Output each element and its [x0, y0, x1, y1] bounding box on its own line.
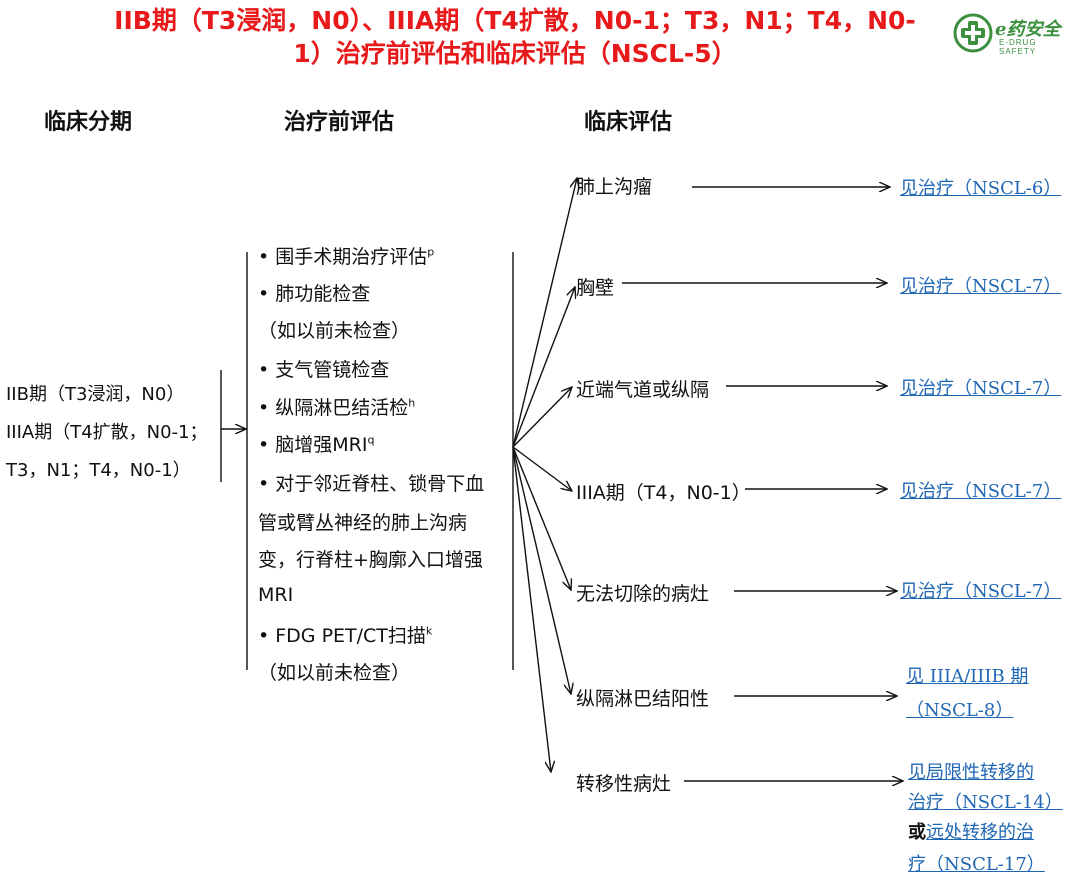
header-clinical-stage: 临床分期: [44, 110, 133, 135]
fan-arrow-1: [512, 178, 577, 448]
e-drug-safety-logo: e药安全 E-DRUG SAFETY: [953, 12, 1071, 56]
page-title: IIB期（T3浸润，N0）、IIIA期（T4扩散，N0-1；T3，N1；T4，N…: [60, 4, 970, 70]
link-local-metastasis-2-text[interactable]: 治疗（NSCL-14）: [908, 792, 1063, 813]
stage-line-2: IIIA期（T4扩散，N0-1；: [6, 422, 208, 443]
eval-item-spine-mri-3: 变，行脊柱+胸廓入口增强: [258, 549, 483, 571]
eval-footnote-h: h: [408, 396, 416, 410]
link-local-metastasis-1[interactable]: 见局限性转移的: [908, 758, 1034, 784]
logo-name: e药安全: [995, 19, 1061, 40]
fan-arrow-7: [512, 446, 551, 772]
link-nscl-7-unresectable-text[interactable]: 见治疗（NSCL-7）: [900, 581, 1062, 602]
eval-item-pet-ct-note: （如以前未检查）: [258, 662, 411, 684]
logo-subtitle: E-DRUG SAFETY: [999, 38, 1037, 56]
eval-item-pet-ct-text: • FDG PET/CT扫描: [258, 625, 426, 647]
link-local-metastasis-1-text[interactable]: 见局限性转移的: [908, 762, 1034, 783]
eval-item-spine-mri-2: 管或臂丛神经的肺上沟病: [258, 512, 468, 534]
eval-item-brain-mri-text: • 脑增强MRI: [258, 434, 368, 456]
title-line-1: IIB期（T3浸润，N0）、IIIA期（T4扩散，N0-1；T3，N1；T4，N…: [114, 6, 916, 35]
link-nscl-7-airway[interactable]: 见治疗（NSCL-7）: [900, 374, 1061, 400]
eval-item-spine-mri-4: MRI: [258, 584, 294, 606]
link-nscl-8-text[interactable]: （NSCL-8）: [906, 700, 1014, 721]
stage-line-1: IIB期（T3浸润，N0）: [6, 384, 185, 405]
link-nscl-7-airway-text[interactable]: 见治疗（NSCL-7）: [900, 378, 1062, 399]
eval-item-lung-function: • 肺功能检查: [258, 283, 371, 305]
medical-cross-icon: [953, 13, 993, 53]
link-nscl-7-stage-iiia-text[interactable]: 见治疗（NSCL-7）: [900, 481, 1062, 502]
fan-arrow-6: [512, 446, 571, 694]
clinical-unresectable: 无法切除的病灶: [576, 583, 710, 605]
link-nscl-6-text[interactable]: 见治疗（NSCL-6）: [900, 178, 1062, 199]
link-nscl-8[interactable]: （NSCL-8）: [906, 696, 1013, 722]
clinical-superior-sulcus: 肺上沟瘤: [576, 176, 653, 198]
link-stage-iiia-iiib[interactable]: 见 IIIA/IIIB 期: [906, 662, 1028, 688]
fan-arrow-3: [512, 387, 572, 448]
title-line-2: 1）治疗前评估和临床评估（NSCL-5）: [293, 39, 737, 68]
fan-arrow-5: [512, 446, 571, 590]
header-pretreatment-eval: 治疗前评估: [284, 110, 395, 135]
eval-footnote-k: k: [425, 624, 433, 638]
link-nscl-7-stage-iiia[interactable]: 见治疗（NSCL-7）: [900, 477, 1061, 503]
stage-line-3: T3，N1；T4，N0-1）: [6, 460, 191, 481]
clinical-mediastinal-positive: 纵隔淋巴结阳性: [576, 688, 710, 710]
eval-item-bronchoscopy: • 支气管镜检查: [258, 359, 390, 381]
clinical-chest-wall: 胸壁: [576, 277, 615, 299]
eval-item-mediastinal-biopsy: • 纵隔淋巴结活检h: [258, 393, 415, 420]
link-distant-metastasis-2[interactable]: 疗（NSCL-17）: [908, 850, 1045, 876]
eval-item-pet-ct: • FDG PET/CT扫描k: [258, 621, 432, 648]
eval-footnote-q: q: [367, 433, 375, 447]
eval-footnote-p: p: [427, 245, 435, 259]
link-distant-metastasis-2-text[interactable]: 疗（NSCL-17）: [908, 854, 1045, 875]
or-connector: 或: [908, 822, 926, 843]
clinical-stage-iiia: IIIA期（T4，N0-1）: [576, 482, 751, 504]
link-nscl-7-unresectable[interactable]: 见治疗（NSCL-7）: [900, 577, 1061, 603]
fan-arrow-4: [512, 446, 572, 491]
link-nscl-7-chest-wall[interactable]: 见治疗（NSCL-7）: [900, 272, 1061, 298]
eval-item-lung-function-note: （如以前未检查）: [258, 320, 411, 342]
link-nscl-6[interactable]: 见治疗（NSCL-6）: [900, 174, 1061, 200]
eval-item-perioperative-text: • 围手术期治疗评估: [258, 246, 428, 268]
link-stage-iiia-iiib-text[interactable]: 见 IIIA/IIIB 期: [906, 666, 1029, 687]
header-clinical-eval: 临床评估: [584, 110, 673, 135]
link-distant-metastasis-1-text[interactable]: 远处转移的治: [926, 822, 1034, 843]
link-distant-metastasis-1[interactable]: 或远处转移的治: [908, 818, 1034, 844]
link-local-metastasis-2[interactable]: 治疗（NSCL-14）: [908, 788, 1063, 814]
eval-item-mediastinal-biopsy-text: • 纵隔淋巴结活检: [258, 397, 409, 419]
eval-item-perioperative: • 围手术期治疗评估p: [258, 242, 434, 269]
clinical-proximal-airway: 近端气道或纵隔: [576, 379, 710, 401]
link-nscl-7-chest-wall-text[interactable]: 见治疗（NSCL-7）: [900, 276, 1062, 297]
eval-item-spine-mri-1: • 对于邻近脊柱、锁骨下血: [258, 473, 485, 495]
fan-arrow-2: [512, 287, 575, 448]
clinical-metastatic: 转移性病灶: [576, 773, 672, 795]
eval-item-brain-mri: • 脑增强MRIq: [258, 430, 374, 457]
